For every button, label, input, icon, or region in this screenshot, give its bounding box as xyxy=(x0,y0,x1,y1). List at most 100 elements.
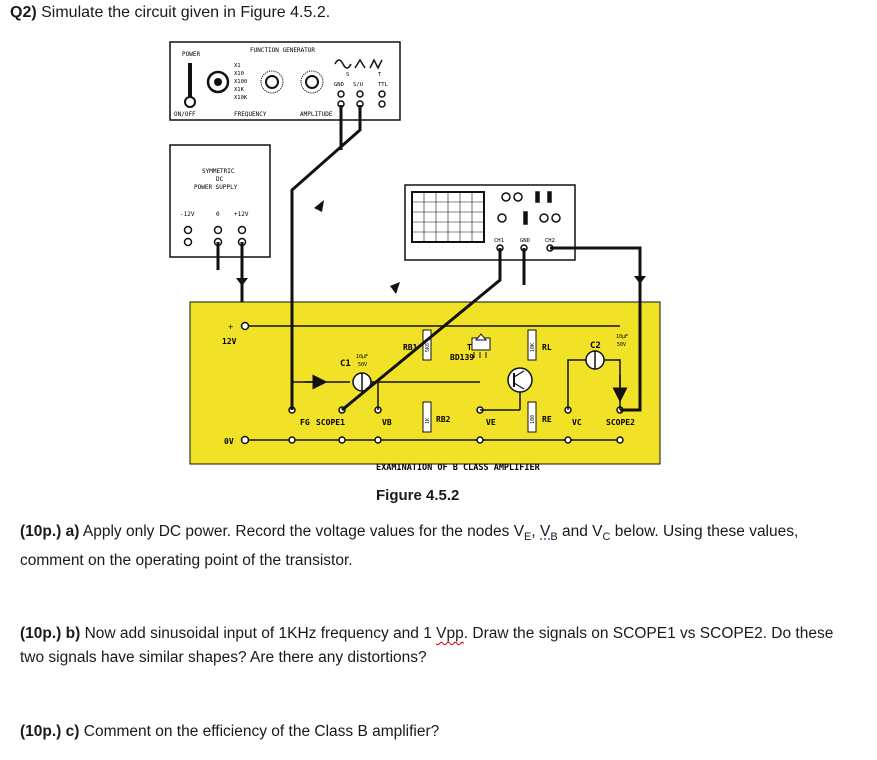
cable-arrow-fg xyxy=(314,200,324,212)
transistor-type: BD139 xyxy=(450,353,474,362)
question-number: Q2) xyxy=(10,4,37,21)
c2-label: C2 xyxy=(590,341,601,351)
psu-zero-label: 0 xyxy=(216,211,220,218)
part-a-text-1: Apply only DC power. Record the voltage … xyxy=(82,523,525,540)
board-title: EXAMINATION OF B CLASS AMPLIFIER xyxy=(376,463,541,473)
re-label: RE xyxy=(542,415,552,424)
rb1-label: RB1 xyxy=(403,343,418,352)
fg-on-off-label: ON/OFF xyxy=(174,111,196,118)
resistor-rl: 10K xyxy=(527,329,537,361)
part-a-vb-v: V xyxy=(540,523,551,540)
psu-plus-label: +12V xyxy=(234,211,249,218)
psu-title-1: SYMMETRIC xyxy=(202,168,235,175)
fg-frequency-label: FREQUENCY xyxy=(234,111,267,118)
plus-sign: + xyxy=(228,322,233,332)
cable-arrow-scope2 xyxy=(634,276,646,284)
fg-power-label: POWER xyxy=(182,51,200,58)
sine-wave-icon xyxy=(334,59,352,69)
part-a-vb: VB xyxy=(540,523,558,544)
capacitor-c2 xyxy=(585,350,605,370)
node-ve-label: VE xyxy=(486,418,496,427)
fg-frequency-knob[interactable] xyxy=(260,70,284,94)
part-b-letter: b) xyxy=(65,625,81,642)
cables xyxy=(216,105,642,412)
function-generator: FUNCTION GENERATOR POWER ON/OFF X1 X10 X… xyxy=(169,41,401,121)
ground-label: 0V xyxy=(224,437,234,446)
fg-range-x10: X10 xyxy=(234,71,244,77)
fg-wave-t: T xyxy=(378,72,382,78)
supply-label: 12V xyxy=(222,337,237,346)
cable-arrow-scope1 xyxy=(390,282,400,294)
fg-range-x100: X100 xyxy=(234,79,247,85)
rb2-value: 1K xyxy=(425,418,431,424)
fg-range-knob[interactable] xyxy=(206,70,230,94)
figure-caption: Figure 4.5.2 xyxy=(376,487,460,504)
scope-ch2-label: CH2 xyxy=(545,238,555,244)
rb2-label: RB2 xyxy=(436,415,451,424)
c1-label: C1 xyxy=(340,359,351,369)
power-supply: SYMMETRIC DC POWER SUPPLY -12V 0 +12V xyxy=(169,144,271,258)
fg-amplitude-knob[interactable] xyxy=(300,70,324,94)
question-text: Simulate the circuit given in Figure 4.5… xyxy=(41,4,331,21)
fg-range-x1k: X1K xyxy=(234,87,245,93)
psu-minus-label: -12V xyxy=(180,211,195,218)
resistor-re: 100 xyxy=(527,401,537,433)
fg-out-gnd: GND xyxy=(334,82,344,88)
ttl-wave-icon xyxy=(369,58,383,70)
circuit-figure: FUNCTION GENERATOR POWER ON/OFF X1 X10 X… xyxy=(169,41,661,473)
part-a-sub-b: B xyxy=(550,531,558,544)
node-scope1-label: SCOPE1 xyxy=(316,418,345,427)
rb1-value: 5K6 xyxy=(425,343,431,352)
node-fg-label: FG xyxy=(300,418,310,427)
question-title: Q2) Simulate the circuit given in Figure… xyxy=(10,4,330,22)
resistor-rb1: 5K6 xyxy=(422,329,432,361)
part-c: (10p.) c) Comment on the efficiency of t… xyxy=(20,720,860,744)
scope-controls[interactable] xyxy=(497,191,561,225)
node-vc-label: VC xyxy=(572,418,582,427)
part-a-text-3: and V xyxy=(557,523,603,540)
part-a-text-4: below. Using these values, comment on th… xyxy=(20,523,799,570)
fg-out-su: S/U xyxy=(353,82,363,88)
part-b: (10p.) b) Now add sinusoidal input of 1K… xyxy=(20,622,860,670)
amplifier-board: + 12V 0V C1 10µF 50V 5K6 RB1 xyxy=(189,301,661,473)
c1-voltage: 50V xyxy=(358,362,367,368)
scope-gnd-label: GND xyxy=(520,238,530,244)
scope-ch1-label: CH1 xyxy=(494,238,504,244)
fg-title: FUNCTION GENERATOR xyxy=(250,47,315,54)
node-vb-label: VB xyxy=(382,418,392,427)
c2-value: 10µF xyxy=(616,334,628,340)
fg-out-ttl: TTL xyxy=(378,82,389,88)
part-a-points: (10p.) xyxy=(20,523,62,540)
part-a-sub-e: E xyxy=(524,531,532,544)
capacitor-c1 xyxy=(352,372,372,392)
oscilloscope: CH1 GND CH2 xyxy=(404,184,576,261)
resistor-rb2: 1K xyxy=(422,401,432,433)
part-a-sub-c: C xyxy=(602,531,611,544)
part-c-points: (10p.) xyxy=(20,723,62,740)
part-b-text-2: . Draw the signals on SCOPE1 vs SCOPE2. … xyxy=(20,625,834,666)
rl-label: RL xyxy=(542,343,552,352)
triangle-wave-icon xyxy=(354,58,366,69)
re-value: 100 xyxy=(530,415,536,424)
c1-value: 10µF xyxy=(356,354,368,360)
part-b-points: (10p.) xyxy=(20,625,62,642)
fg-amplitude-label: AMPLITUDE xyxy=(300,111,333,118)
cable-arrow-supply xyxy=(236,278,248,286)
node-scope2-label: SCOPE2 xyxy=(606,418,635,427)
c2-voltage: 50V xyxy=(617,342,626,348)
part-c-letter: c) xyxy=(65,723,80,740)
part-a: (10p.) a) Apply only DC power. Record th… xyxy=(20,520,860,573)
part-b-text-1: Now add sinusoidal input of 1KHz frequen… xyxy=(84,625,437,642)
part-a-letter: a) xyxy=(65,523,80,540)
fg-power-switch[interactable] xyxy=(184,63,196,108)
part-c-text: Comment on the efficiency of the Class B… xyxy=(83,723,440,740)
rl-value: 10K xyxy=(530,343,536,352)
part-a-text-2: , xyxy=(531,523,541,540)
part-b-vpp: Vpp xyxy=(436,625,464,642)
fg-wave-s: S xyxy=(346,72,349,78)
fg-range-x10k: X10K xyxy=(234,95,248,101)
psu-title-3: POWER SUPPLY xyxy=(194,184,238,191)
psu-title-2: DC xyxy=(216,176,224,183)
transistor-label: T xyxy=(467,343,472,352)
fg-range-x1: X1 xyxy=(234,63,241,69)
